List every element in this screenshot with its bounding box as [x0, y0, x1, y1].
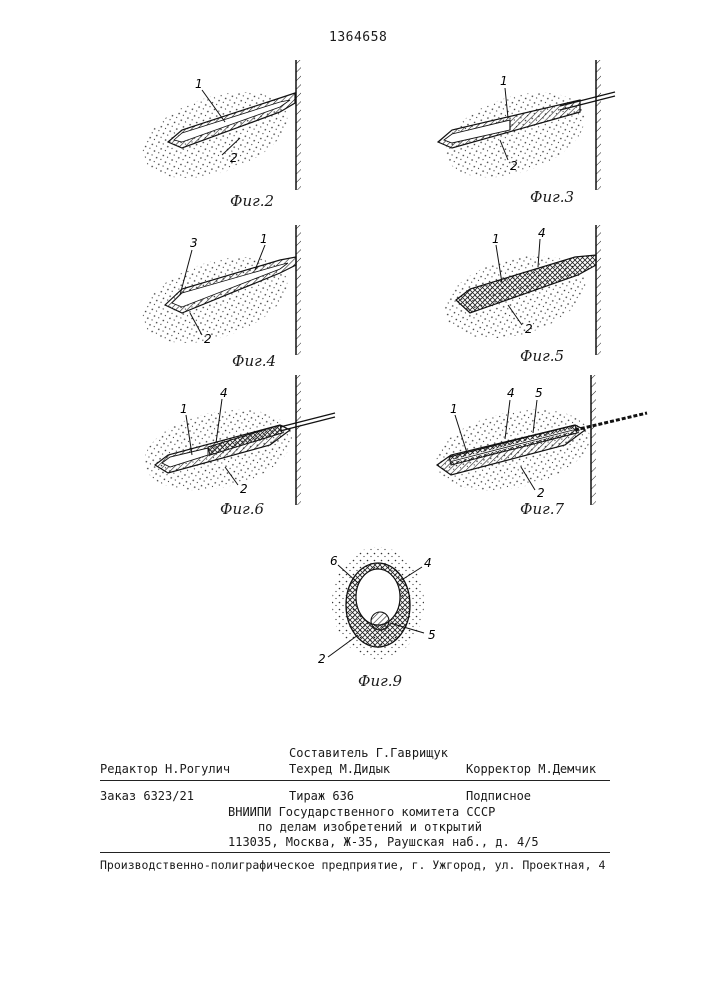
- label-2: 2: [525, 322, 533, 336]
- org-line-2: по делам изобретений и открытий: [258, 820, 482, 834]
- divider: [100, 780, 610, 781]
- label-1: 1: [180, 402, 188, 416]
- label-4: 4: [220, 386, 228, 400]
- editor: Редактор Н.Рогулич: [100, 762, 230, 776]
- label-2: 2: [510, 159, 518, 173]
- figure-7: 1 4 5 2: [425, 375, 655, 515]
- corrector: Корректор М.Демчик: [466, 762, 596, 776]
- caption-fig5: Фиг.5: [520, 347, 564, 365]
- patent-number: 1364658: [329, 30, 387, 45]
- label-2: 2: [230, 151, 238, 165]
- label-2: 2: [240, 482, 248, 496]
- label-2: 2: [318, 652, 326, 666]
- label-1: 1: [450, 402, 458, 416]
- caption-fig7: Фиг.7: [520, 500, 564, 518]
- printer: Производственно-полиграфическое предприя…: [100, 858, 605, 872]
- caption-fig6: Фиг.6: [220, 500, 264, 518]
- label-5: 5: [535, 386, 543, 400]
- label-2: 2: [537, 486, 545, 500]
- label-3: 3: [190, 236, 198, 250]
- label-4: 4: [538, 226, 546, 240]
- caption-fig3: Фиг.3: [530, 188, 574, 206]
- order: Заказ 6323/21: [100, 789, 194, 803]
- label-1: 1: [195, 77, 203, 91]
- caption-fig2: Фиг.2: [230, 192, 274, 210]
- caption-fig4: Фиг.4: [232, 352, 276, 370]
- figure-2: 1 2: [130, 60, 330, 200]
- label-1: 1: [260, 232, 268, 246]
- figure-3: 1 2: [430, 60, 630, 200]
- caption-fig9: Фиг.9: [358, 672, 402, 690]
- figure-9: 6 4 5 2: [310, 545, 450, 675]
- techred: Техред М.Дидык: [289, 762, 390, 776]
- label-4: 4: [424, 556, 432, 570]
- subscription: Подписное: [466, 789, 531, 803]
- label-4: 4: [507, 386, 515, 400]
- org-line-1: ВНИИПИ Государственного комитета СССР: [228, 805, 495, 819]
- figure-4: 3 1 2: [130, 225, 330, 365]
- figure-5: 1 4 2: [430, 225, 630, 365]
- figure-6: 1 4 2: [130, 375, 350, 515]
- label-2: 2: [204, 332, 212, 346]
- label-6: 6: [330, 554, 338, 568]
- label-5: 5: [428, 628, 436, 642]
- compiler: Составитель Г.Гаврищук: [289, 746, 448, 760]
- address: 113035, Москва, Ж-35, Раушская наб., д. …: [228, 835, 539, 849]
- divider: [100, 852, 610, 853]
- label-1: 1: [492, 232, 500, 246]
- label-1: 1: [500, 74, 508, 88]
- circulation: Тираж 636: [289, 789, 354, 803]
